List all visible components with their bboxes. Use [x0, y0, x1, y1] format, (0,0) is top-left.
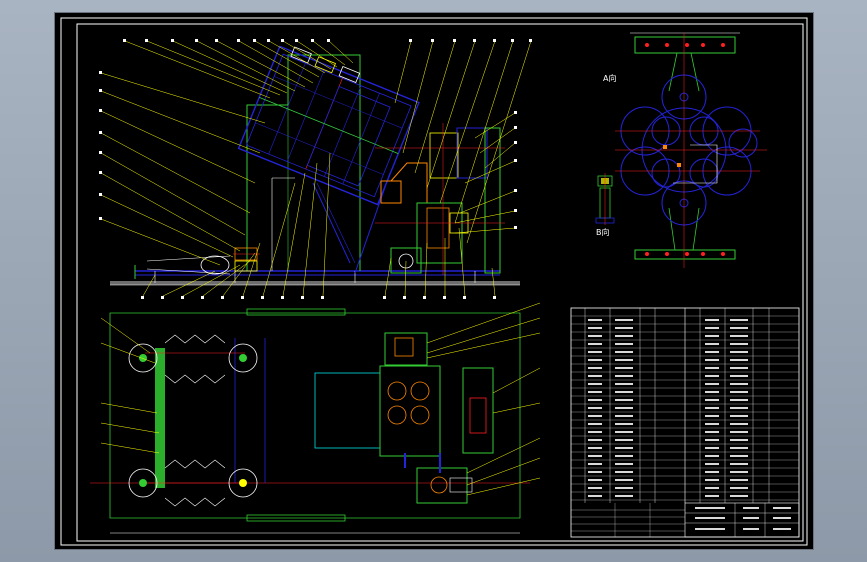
- belt-pulley: [200, 255, 230, 275]
- table-text-marks: [588, 319, 791, 530]
- drawing-sheet: A向 B向: [55, 13, 813, 549]
- cad-drawing: A向 B向: [60, 17, 808, 546]
- a-view-bottom-bar: [634, 249, 736, 260]
- leader-lines-left: [100, 72, 266, 266]
- gearbox-assembly: [375, 123, 505, 275]
- top-view-frame: [109, 312, 521, 519]
- sprocket-chain: [128, 334, 258, 507]
- a-view-top-bar: [634, 36, 736, 54]
- inner-frame: [76, 23, 804, 542]
- front-view: [99, 39, 532, 299]
- leader-lines-bottom: [142, 152, 496, 297]
- title-block: [684, 502, 800, 538]
- a-view-label: A向: [603, 73, 616, 83]
- motor-block: [314, 372, 381, 449]
- b-view: B向: [595, 173, 615, 237]
- callout-markers: [99, 39, 532, 299]
- leader-lines-top: [124, 40, 532, 244]
- top-view: [90, 302, 541, 534]
- support-strut: [312, 182, 351, 264]
- a-view-centerlines: [615, 33, 767, 268]
- leader-lines-top-view: [100, 302, 541, 496]
- drum-housing: [237, 45, 420, 206]
- b-view-label: B向: [596, 227, 610, 237]
- a-view: A向: [603, 32, 767, 268]
- outer-frame: [60, 17, 808, 546]
- ground-base: [110, 281, 520, 285]
- parts-list-table: [570, 307, 800, 538]
- leader-lines-right: [454, 112, 516, 234]
